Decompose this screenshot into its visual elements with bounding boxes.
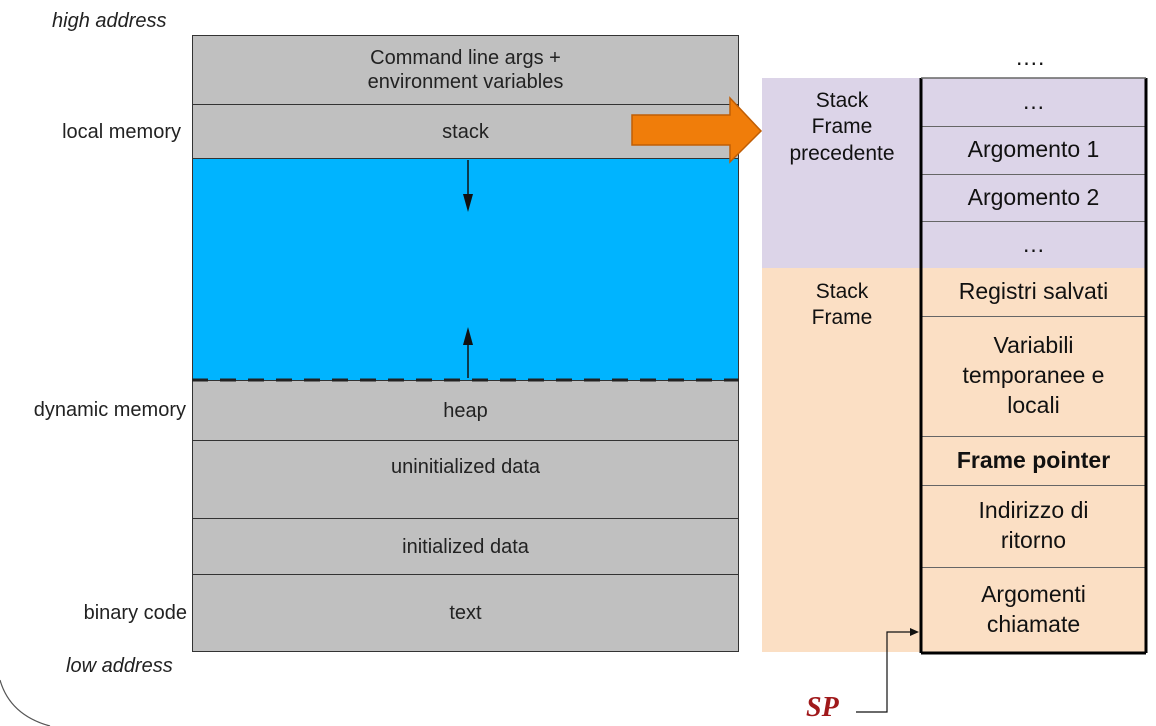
cell-divider [921, 436, 1146, 437]
stack-cell-temp-variables: Variabili temporanee e locali [962, 332, 1105, 418]
stack-pointer-label: SP [806, 692, 839, 723]
cell-divider [921, 316, 1146, 317]
stack-cell-ellipsis-bottom: … [1022, 230, 1045, 257]
stack-cell-return-address: Indirizzo di ritorno [978, 497, 1089, 553]
text-block: text [192, 574, 739, 652]
prev-frame-label: Stack Frame precedente [789, 89, 895, 165]
stack-growth-arrow [463, 160, 473, 212]
cmdline-env-block: Command line args + environment variable… [192, 35, 739, 105]
stack-cell-argument-1: Argomento 1 [967, 136, 1100, 163]
uninitialized-data-block: uninitialized data [192, 440, 739, 519]
prev-frame-region [762, 78, 922, 268]
dynamic-memory-label: dynamic memory [33, 399, 186, 421]
high-address-label: high address [52, 10, 167, 32]
cell-divider [921, 126, 1146, 127]
expand-arrow-icon [631, 96, 763, 164]
stack-cell-call-arguments: Argomenti chiamate [981, 580, 1086, 637]
top-ellipsis: …. [1015, 44, 1045, 70]
sp-pointer-arrow [856, 628, 919, 713]
cell-divider [921, 174, 1146, 175]
stack-cell-frame-pointer: Frame pointer [956, 446, 1111, 473]
stack-cell-argument-2: Argomento 2 [967, 183, 1100, 210]
binary-code-label: binary code [83, 602, 187, 624]
cell-divider [921, 567, 1146, 568]
heap-block: heap [192, 380, 739, 441]
local-memory-label: local memory [62, 121, 181, 143]
stack-cell-saved-registers: Registri salvati [958, 278, 1109, 305]
initialized-data-block: initialized data [192, 518, 739, 575]
cell-divider [921, 221, 1146, 222]
stack-cell-ellipsis-top: … [1022, 88, 1045, 115]
heap-growth-arrow [463, 327, 473, 378]
cell-divider [921, 485, 1146, 486]
frame-cells-bg [921, 268, 1146, 652]
prev-frame-cells-bg [921, 78, 1146, 268]
frame-label: Stack Frame [811, 280, 873, 330]
frame-region [762, 268, 922, 652]
low-address-label: low address [66, 655, 173, 677]
